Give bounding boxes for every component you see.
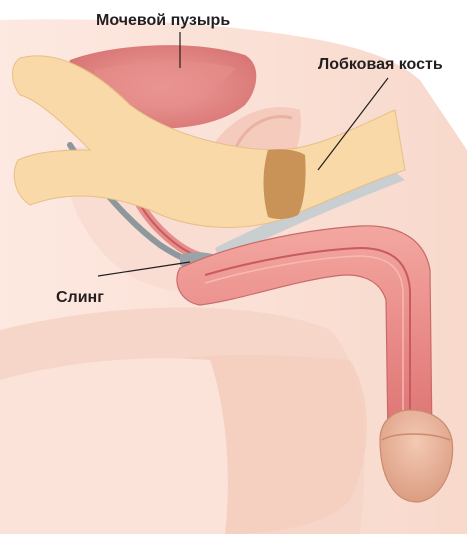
pubic-bone-label: Лобковая кость (318, 57, 443, 73)
sling-label: Слинг (56, 290, 104, 306)
pubic-bone-band (264, 149, 306, 219)
bladder-label: Мочевой пузырь (96, 13, 230, 29)
buttock (0, 358, 228, 534)
